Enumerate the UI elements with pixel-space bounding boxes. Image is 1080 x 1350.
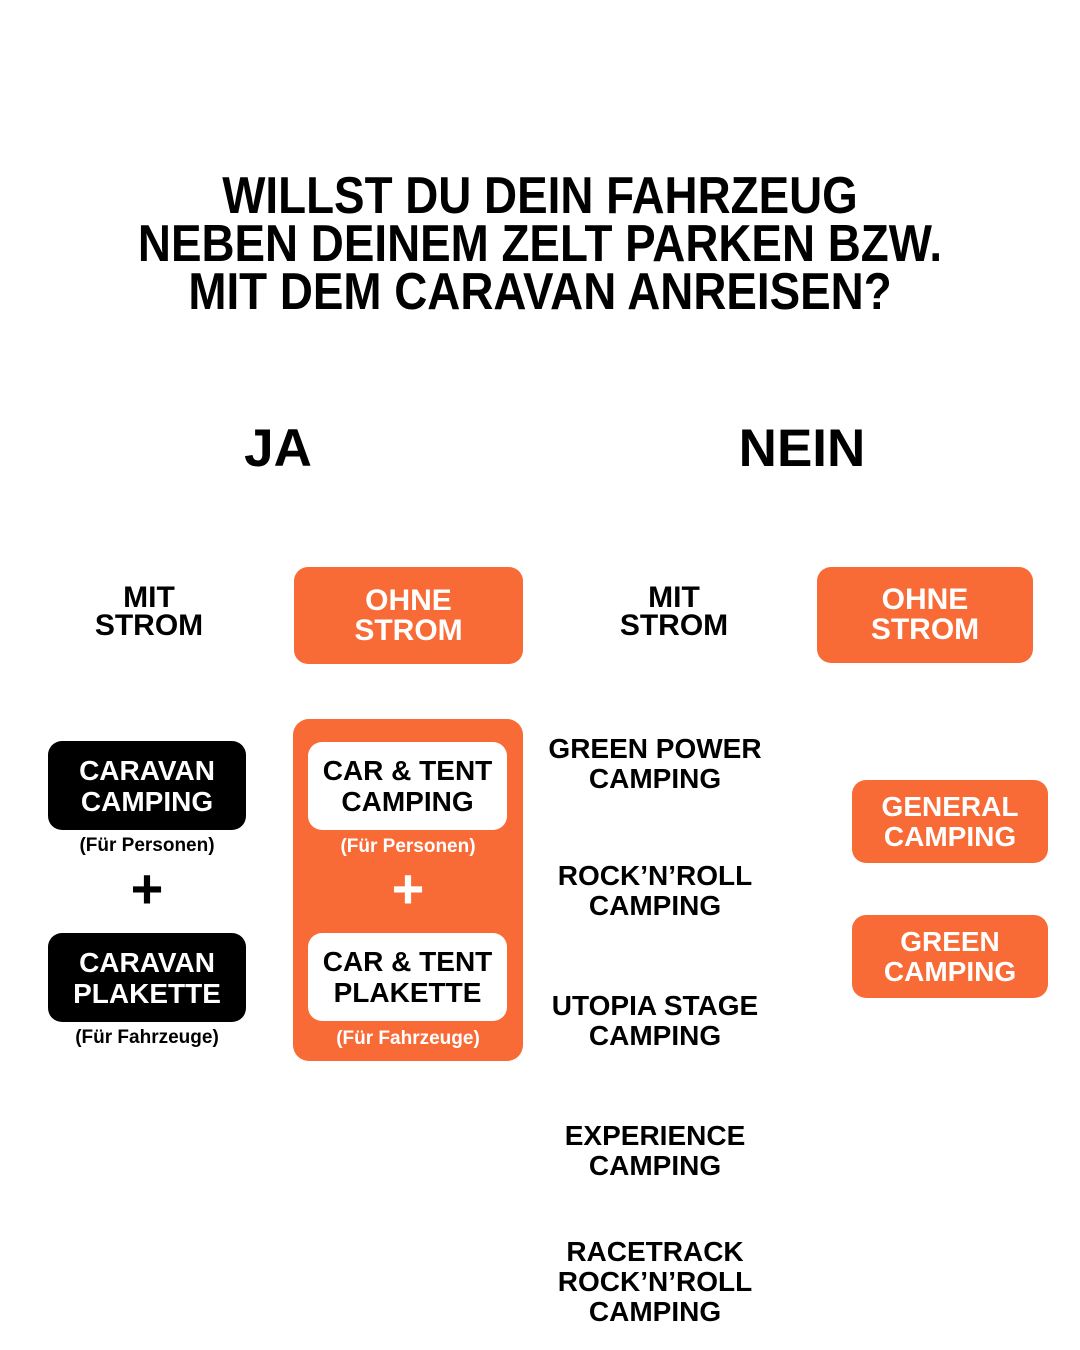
list-item-green-power-camping: GREEN POWER CAMPING: [548, 733, 762, 794]
caravan-camping-box: CARAVAN CAMPING: [48, 741, 246, 830]
car-tent-plakette-box: CAR & TENT PLAKETTE: [308, 933, 507, 1021]
list-item-utopia-stage-camping: UTOPIA STAGE CAMPING: [551, 990, 759, 1051]
list-item-racetrack-rocknroll-camping: RACETRACK ROCK’N’ROLL CAMPING: [557, 1236, 753, 1327]
plus-icon: +: [130, 857, 164, 920]
branch-heading-nein: NEIN: [738, 419, 866, 478]
green-camping-box: GREEN CAMPING: [852, 915, 1048, 998]
caravan-plakette-caption: (Für Fahrzeuge): [75, 1027, 219, 1048]
plus-icon: +: [391, 857, 425, 920]
ja-mit-strom-label: MIT STROM: [94, 581, 204, 642]
car-tent-camping-box: CAR & TENT CAMPING: [308, 742, 507, 830]
branch-heading-ja: JA: [244, 419, 312, 478]
list-item-rocknroll-camping: ROCK’N’ROLL CAMPING: [557, 860, 753, 921]
question-title: WILLST DU DEIN FAHRZEUG NEBEN DEINEM ZEL…: [137, 167, 943, 321]
list-item-experience-camping: EXPERIENCE CAMPING: [564, 1120, 746, 1181]
nein-mit-strom-label: MIT STROM: [619, 581, 729, 642]
car-tent-plakette-caption: (Für Fahrzeuge): [336, 1028, 480, 1049]
car-tent-camping-caption: (Für Personen): [340, 836, 476, 857]
caravan-camping-caption: (Für Personen): [79, 835, 215, 856]
ja-ohne-strom-badge: OHNE STROM: [294, 567, 523, 664]
caravan-plakette-box: CARAVAN PLAKETTE: [48, 933, 246, 1022]
general-camping-box: GENERAL CAMPING: [852, 780, 1048, 863]
nein-ohne-strom-badge: OHNE STROM: [817, 567, 1033, 663]
